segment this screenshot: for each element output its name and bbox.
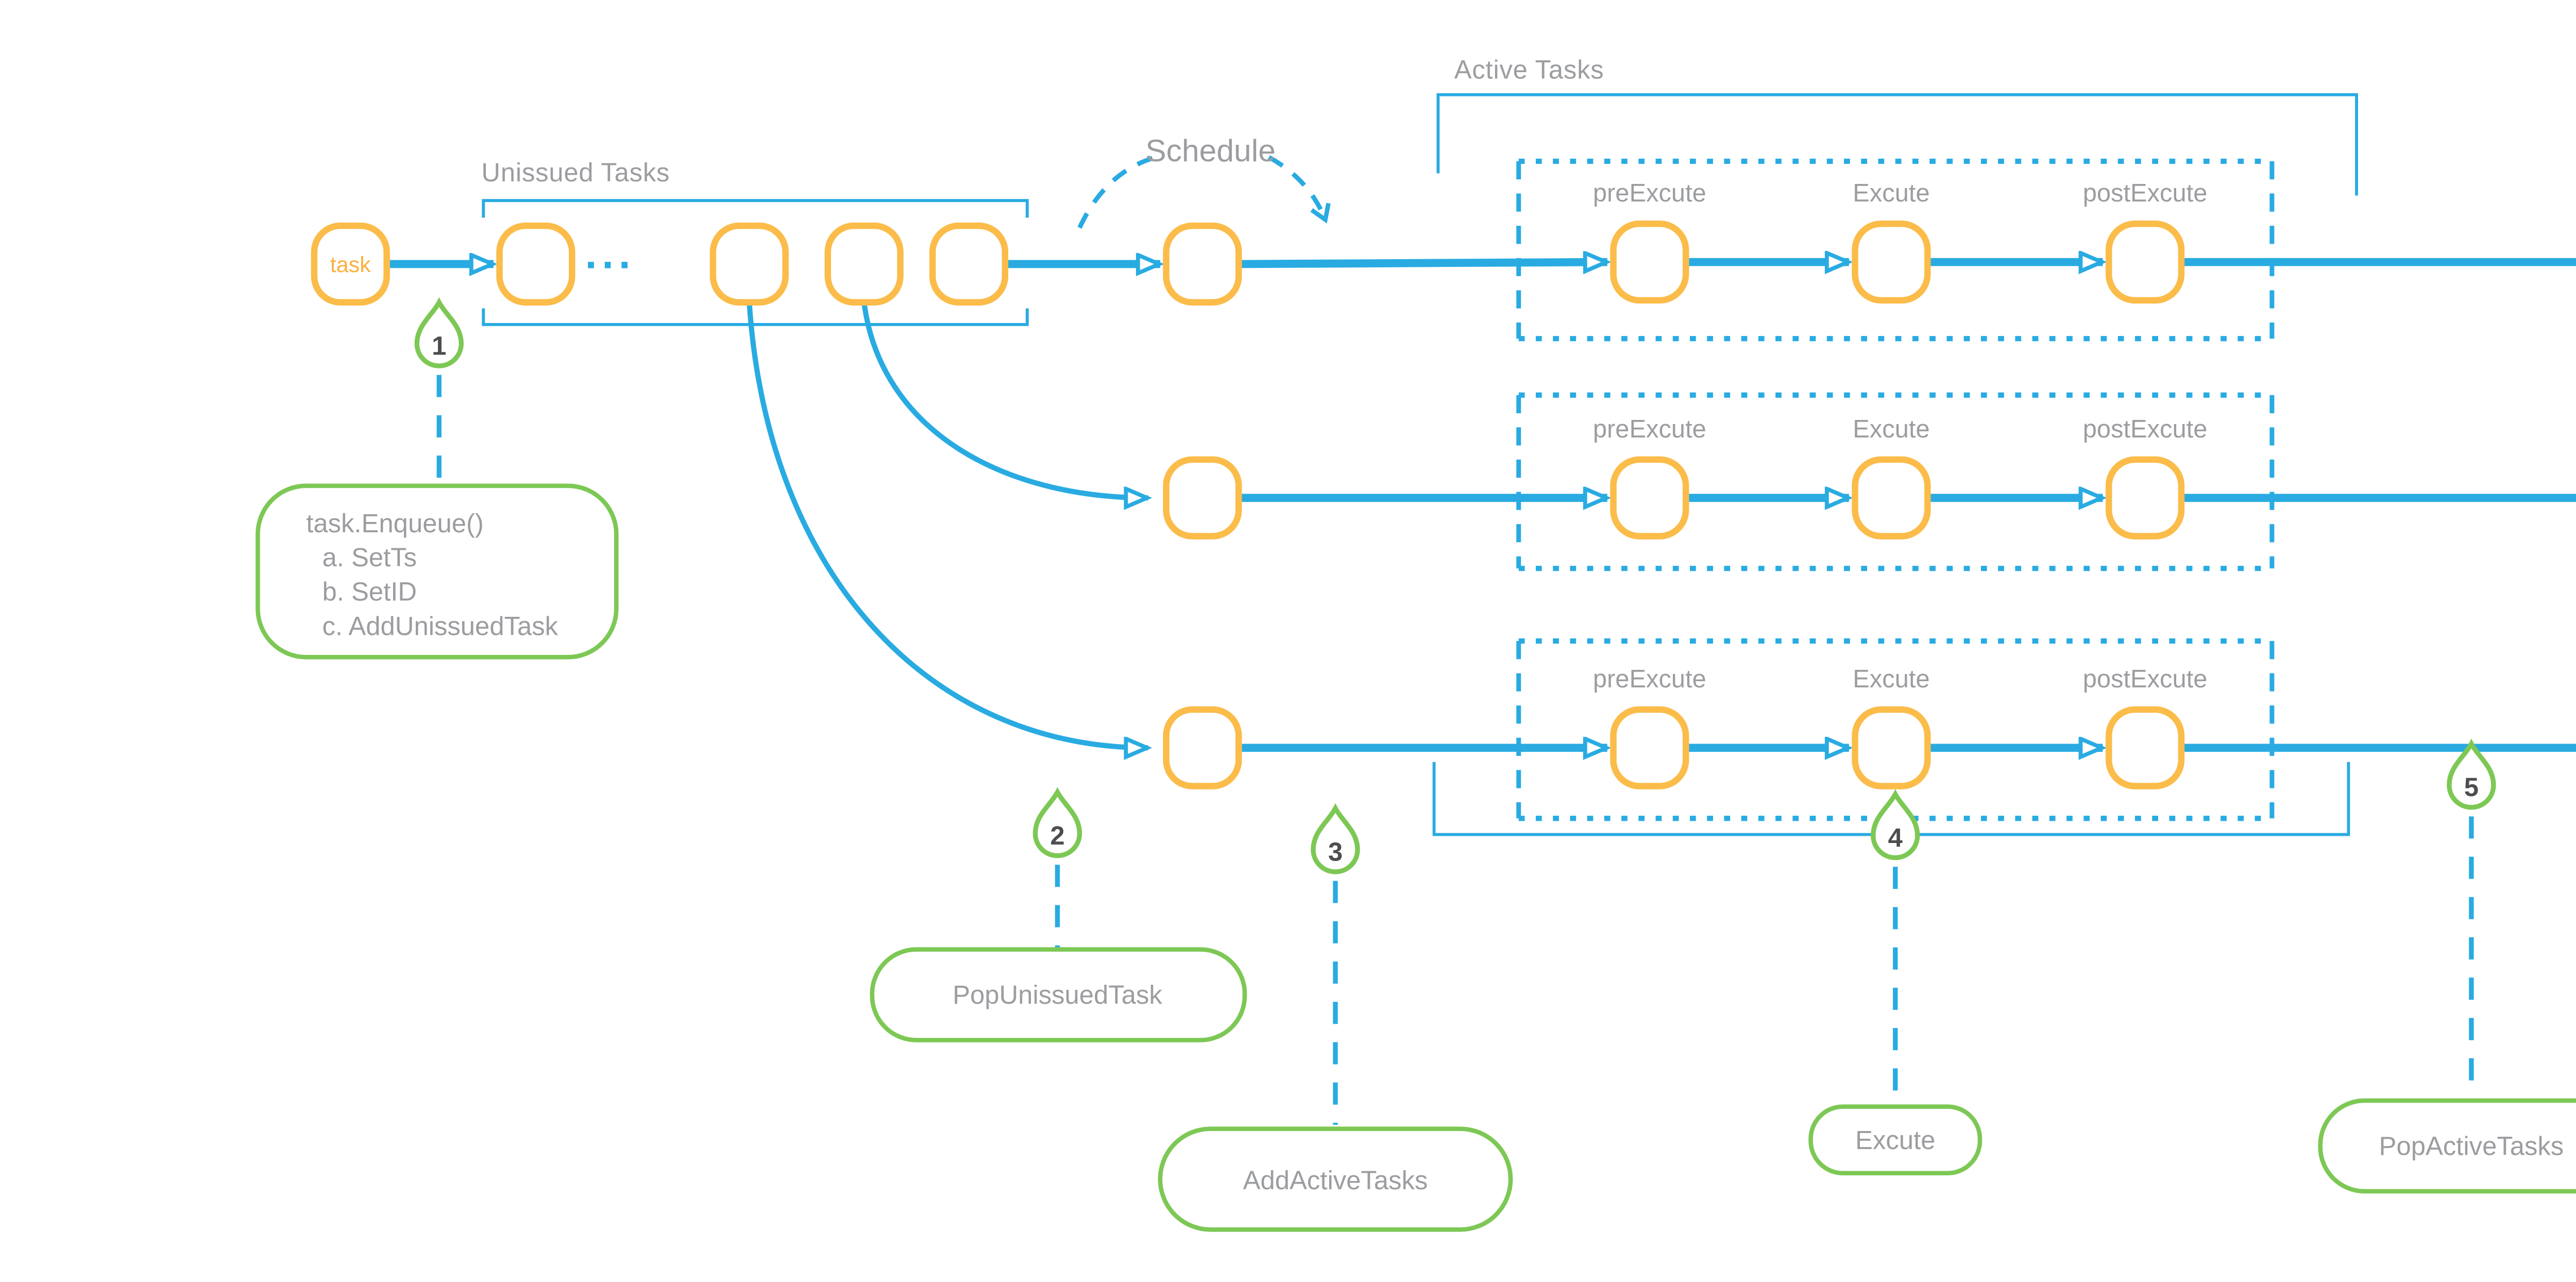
node-exe-1 bbox=[1852, 220, 1931, 304]
callout-pop-active: PopActiveTasks bbox=[2318, 1098, 2576, 1194]
node-pre-1 bbox=[1610, 220, 1689, 304]
callout-enqueue-line-1: a. SetTs bbox=[323, 543, 417, 572]
excute-label-3: Excute bbox=[1853, 665, 1929, 693]
callout-add-active-box bbox=[1158, 1126, 1513, 1232]
callout-enqueue-box bbox=[256, 483, 619, 660]
drop-icon bbox=[1871, 789, 1920, 861]
callout-enqueue-line-3: c. AddUnissuedTask bbox=[323, 611, 558, 640]
worker-box-1 bbox=[1516, 158, 2275, 342]
arrow-queue-to-schedule-3 bbox=[747, 302, 1148, 748]
active-bracket-top bbox=[1436, 93, 2358, 196]
callout-excute-box bbox=[1808, 1104, 1982, 1176]
step-marker-2: 2 bbox=[1032, 787, 1082, 858]
drop-icon bbox=[1032, 787, 1082, 858]
callout-add-active-label: AddActiveTasks bbox=[1243, 1166, 1428, 1195]
step-number: 3 bbox=[1328, 837, 1343, 866]
callout-pop-unissued: PopUnissuedTask bbox=[870, 947, 1247, 1042]
drop-icon bbox=[2447, 738, 2496, 810]
node-exe-2 bbox=[1852, 456, 1931, 539]
callout-excute: Excute bbox=[1808, 1104, 1982, 1176]
callout-enqueue-line-0: task.Enqueue() bbox=[306, 509, 484, 538]
callout-pop-active-label: PopActiveTasks bbox=[2379, 1132, 2564, 1161]
queue-ellipsis: ... bbox=[585, 230, 636, 277]
flow-arrows bbox=[388, 262, 2576, 748]
step-number: 2 bbox=[1050, 821, 1064, 850]
step-markers: 1 2 3 4 5 bbox=[414, 297, 2496, 874]
step-number: 4 bbox=[1888, 823, 1903, 852]
node-task bbox=[311, 222, 390, 306]
node-exe-3 bbox=[1852, 706, 1931, 789]
pre-excute-label-1: preExcute bbox=[1593, 179, 1706, 207]
task-nodes bbox=[311, 220, 2185, 789]
callout-enqueue-line-2: b. SetID bbox=[323, 577, 417, 606]
node-post-1 bbox=[2105, 220, 2185, 304]
node-post-3 bbox=[2105, 706, 2185, 789]
task-node-label: task bbox=[330, 252, 371, 277]
step-marker-4: 4 bbox=[1871, 789, 1920, 861]
step-marker-5: 5 bbox=[2447, 738, 2496, 810]
node-schedule-1 bbox=[1163, 222, 1242, 306]
excute-label-1: Excute bbox=[1853, 179, 1929, 207]
worker-box-2 bbox=[1516, 392, 2275, 571]
callout-enqueue: task.Enqueue() a. SetTs b. SetID c. AddU… bbox=[256, 483, 619, 660]
callout-links bbox=[436, 375, 2474, 1125]
node-pre-3 bbox=[1610, 706, 1689, 789]
unissued-bracket-bottom bbox=[482, 308, 1029, 326]
arrow-schedule-to-pre-1 bbox=[1241, 262, 1607, 264]
pre-excute-label-3: preExcute bbox=[1593, 665, 1706, 693]
node-schedule-2 bbox=[1163, 456, 1242, 539]
schedule-arc bbox=[1077, 155, 1331, 229]
node-schedule-3 bbox=[1163, 706, 1242, 789]
excute-label-2: Excute bbox=[1853, 415, 1929, 443]
active-tasks-label: Active Tasks bbox=[1454, 55, 1604, 85]
unissued-tasks-bracket bbox=[482, 199, 1029, 326]
callout-pop-unissued-box bbox=[870, 947, 1247, 1042]
node-queue-3 bbox=[824, 222, 904, 306]
schedule-arc-right bbox=[1267, 155, 1331, 224]
step-number: 5 bbox=[2464, 772, 2479, 802]
drop-icon bbox=[1311, 803, 1360, 874]
callout-add-active: AddActiveTasks bbox=[1158, 1126, 1513, 1232]
callout-excute-label: Excute bbox=[1855, 1125, 1935, 1155]
stage-labels-row-3: preExcute Excute postExcute bbox=[1593, 665, 2208, 693]
node-queue-4 bbox=[929, 222, 1009, 306]
schedule-label: Schedule bbox=[1145, 133, 1276, 168]
node-queue-1 bbox=[496, 222, 575, 306]
post-excute-label-1: postExcute bbox=[2083, 179, 2208, 207]
node-queue-2 bbox=[709, 222, 789, 306]
pre-excute-label-2: preExcute bbox=[1593, 415, 1706, 443]
callout-pop-active-box bbox=[2318, 1098, 2576, 1194]
schedule-arc-left bbox=[1077, 155, 1157, 229]
node-post-2 bbox=[2105, 456, 2185, 539]
node-pre-2 bbox=[1610, 456, 1689, 539]
stage-labels-row-2: preExcute Excute postExcute bbox=[1593, 415, 2208, 443]
callout-pop-unissued-label: PopUnissuedTask bbox=[953, 980, 1162, 1009]
step-marker-3: 3 bbox=[1311, 803, 1360, 874]
step-marker-1: 1 bbox=[414, 297, 464, 368]
post-excute-label-3: postExcute bbox=[2083, 665, 2208, 693]
post-excute-label-2: postExcute bbox=[2083, 415, 2208, 443]
arrow-queue-to-schedule-2 bbox=[861, 302, 1148, 498]
unissued-bracket-top bbox=[482, 199, 1029, 218]
drop-icon bbox=[414, 297, 464, 368]
unissued-tasks-label: Unissued Tasks bbox=[481, 158, 670, 187]
stage-labels-row-1: preExcute Excute postExcute bbox=[1593, 179, 2208, 207]
step-number: 1 bbox=[432, 331, 446, 360]
